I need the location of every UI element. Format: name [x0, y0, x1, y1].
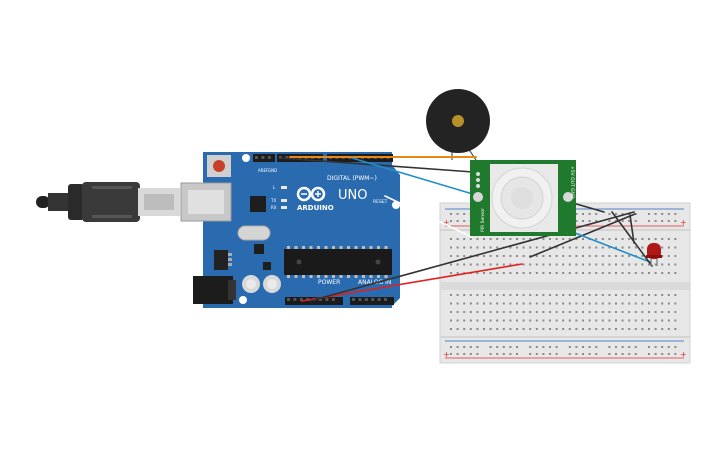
wire-white: [384, 195, 473, 238]
wire-blue-signal: [351, 157, 477, 196]
svg-text:+: +: [680, 350, 687, 359]
pir-right-label: +5V OUT GND: [569, 166, 575, 199]
pir-left-label: PIR Sensor: [480, 208, 486, 232]
reset-label: RESET: [373, 199, 388, 205]
led-icon: [646, 243, 662, 266]
led-tx-label: TX: [270, 198, 276, 203]
svg-text:+: +: [443, 350, 450, 359]
pir-sensor-icon: PIR Sensor +5V OUT GND: [470, 160, 576, 236]
gnd-label: GND: [268, 168, 277, 173]
piezo-buzzer-icon: [426, 89, 490, 161]
wire-black-gnd-2: [309, 211, 635, 302]
wire-red-5v: [301, 263, 523, 302]
power-header-label: POWER: [318, 279, 340, 286]
arduino-model: UNO: [338, 188, 367, 203]
arduino-logo-text: ARDUINO: [297, 204, 334, 212]
wires: [279, 156, 653, 302]
usb-cable-icon: [36, 182, 180, 222]
wire-blue-led: [574, 232, 651, 263]
wire-black-4: [572, 202, 605, 213]
svg-text:+: +: [443, 218, 450, 227]
svg-text:+: +: [680, 218, 687, 227]
arduino-logo-icon: [296, 186, 326, 202]
led-rx-label: RX: [271, 205, 277, 210]
wire-black-led: [611, 211, 653, 267]
wire-black-5: [629, 214, 635, 244]
aref-label: AREF: [258, 168, 269, 173]
digital-header-label: DIGITAL (PWM~): [327, 175, 377, 182]
led-l-label: L: [273, 185, 276, 190]
